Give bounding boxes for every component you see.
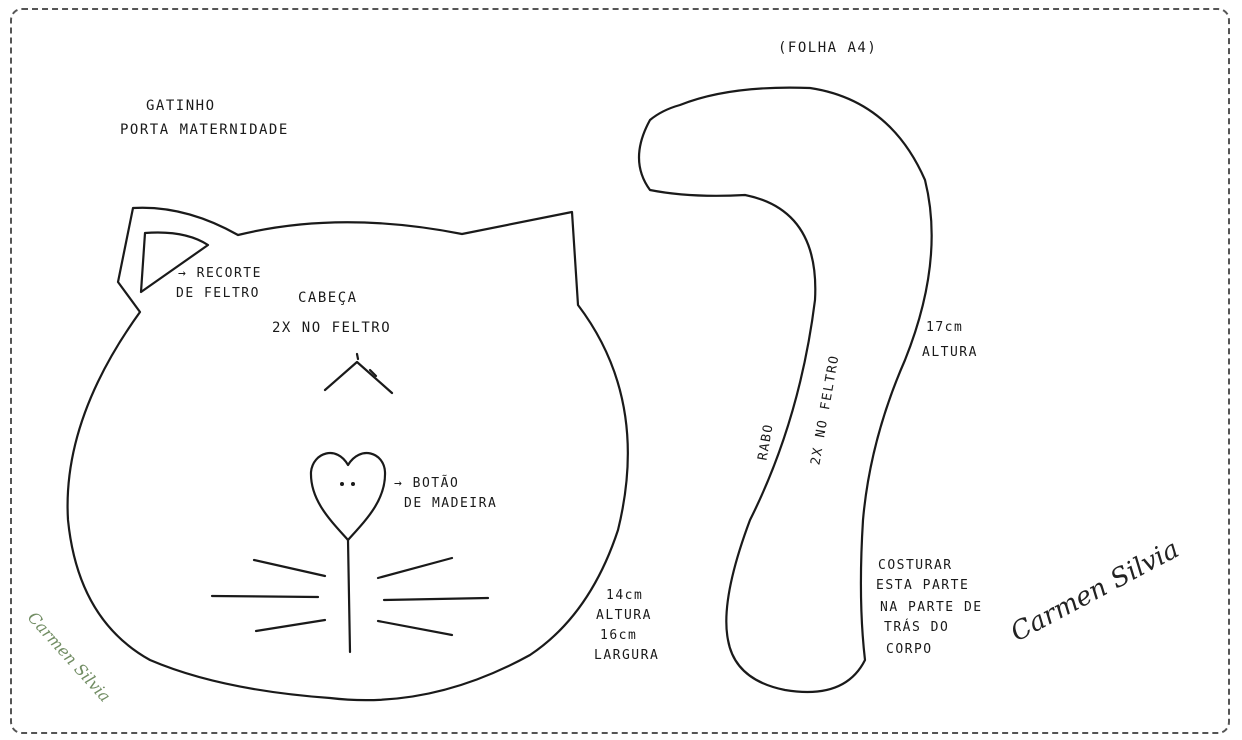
button-note-line-2: DE MADEIRA [404, 496, 498, 511]
head-size-line-4: LARGURA [594, 648, 660, 663]
sew-note-line-4: TRÁS DO [884, 620, 950, 635]
button-note-line-1: → BOTÃO [394, 476, 460, 491]
cat-head-outline [66, 206, 629, 702]
ear-note-line-2: DE FELTRO [176, 286, 260, 301]
sew-note-line-3: NA PARTE DE [880, 600, 983, 615]
mouth-line [346, 538, 352, 654]
whisker-left-3 [254, 618, 327, 633]
format-note: (FOLHA A4) [778, 40, 878, 56]
head-cut-instruction: 2X NO FELTRO [272, 320, 392, 336]
title-line-2: PORTA MATERNIDADE [120, 122, 289, 138]
whisker-right-3 [376, 619, 454, 637]
whisker-right-2 [382, 596, 490, 602]
whisker-left-2 [210, 594, 320, 599]
whisker-left-1 [252, 558, 327, 578]
sew-note-line-1: COSTURAR [878, 558, 953, 573]
dashed-border [10, 8, 1230, 734]
heart-button [309, 452, 387, 542]
sew-note-line-5: CORPO [886, 642, 933, 657]
cat-nose [323, 360, 394, 395]
sew-note-line-2: ESTA PARTE [876, 578, 970, 593]
tail-size-line-2: ALTURA [922, 345, 978, 360]
cat-tail-outline [638, 86, 933, 694]
head-name: CABEÇA [298, 290, 358, 306]
whisker-right-1 [376, 556, 454, 580]
head-size-line-1: 14cm [606, 588, 644, 603]
tail-size-line-1: 17cm [926, 320, 964, 335]
title-line-1: GATINHO [146, 98, 216, 114]
head-size-line-2: ALTURA [596, 608, 652, 623]
head-size-line-3: 16cm [600, 628, 638, 643]
ear-note-line-1: → RECORTE [178, 266, 262, 281]
ear-felt-cutout [139, 231, 210, 294]
